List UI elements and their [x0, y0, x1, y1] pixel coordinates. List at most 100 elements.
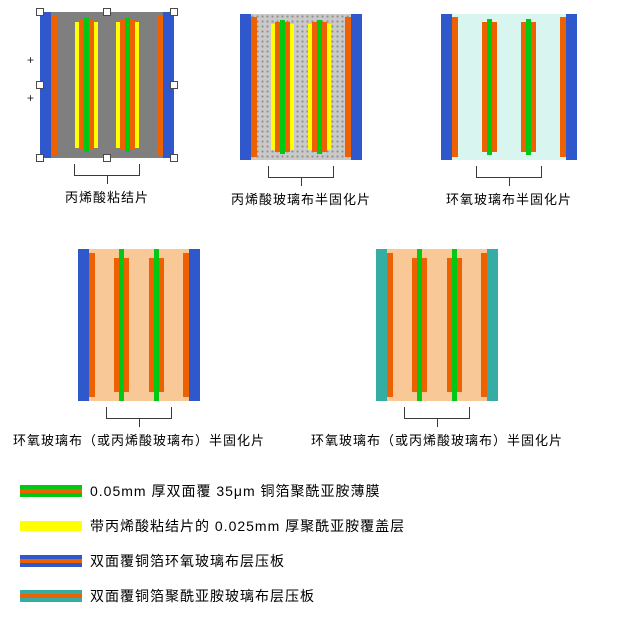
orange-layer	[114, 258, 120, 392]
adhesive-gap	[497, 14, 521, 160]
selection-handle-e[interactable]	[170, 81, 178, 89]
diagram-acrylic-glass-prepreg: 丙烯酸玻璃布半固化片	[231, 14, 370, 208]
orange-layer	[387, 253, 393, 397]
orange-layer	[345, 17, 351, 157]
legend: 0.05mm 厚双面覆 35μm 铜箔聚酰亚胺薄膜 带丙烯酸粘结片的 0.025…	[20, 481, 405, 606]
legend-item-coverlay: 带丙烯酸粘结片的 0.025mm 厚聚酰亚胺覆盖层	[20, 516, 405, 536]
selection-handle-n[interactable]	[103, 8, 111, 16]
layer-stack-epoxy-prepreg[interactable]	[441, 14, 577, 160]
yellow-layer	[271, 24, 275, 150]
swatch-pi-coverlay	[20, 521, 82, 531]
orange-layer	[124, 258, 130, 392]
anchor-plus-icon: +	[27, 91, 35, 105]
diagram-label: 丙烯酸玻璃布半固化片	[231, 192, 372, 207]
underbrace-stem	[300, 178, 302, 186]
green-layer	[280, 20, 285, 154]
green-layer	[84, 18, 89, 152]
underbrace-line	[106, 407, 172, 419]
orange-layer	[148, 258, 154, 392]
blue-layer	[163, 12, 174, 158]
swatch-copper-clad-pi-film	[20, 485, 82, 497]
selection-handle-nw[interactable]	[36, 8, 44, 16]
underbrace-stem	[508, 178, 510, 186]
underbrace	[74, 164, 140, 184]
diagram-prepreg-epoxy-boards: 环氧玻璃布（或丙烯酸玻璃布）半固化片	[13, 249, 264, 449]
orange-layer	[531, 22, 536, 152]
orange-layer	[275, 22, 280, 152]
orange-layer	[182, 253, 189, 397]
orange-layer	[482, 22, 487, 152]
legend-item-pi-film: 0.05mm 厚双面覆 35μm 铜箔聚酰亚胺薄膜	[20, 481, 405, 501]
diagram-label: 环氧玻璃布（或丙烯酸玻璃布）半固化片	[13, 433, 266, 448]
blue-layer	[40, 12, 51, 158]
underbrace	[268, 166, 334, 186]
adhesive-gap	[57, 12, 75, 158]
orange-layer	[452, 17, 458, 157]
diagram-epoxy-glass-prepreg: 环氧玻璃布半固化片	[441, 14, 577, 208]
blue-layer	[441, 14, 452, 160]
legend-text: 双面覆铜箔环氧玻璃布层压板	[90, 553, 285, 569]
yellow-layer	[116, 22, 120, 148]
adhesive-gap	[139, 12, 157, 158]
yellow-layer	[75, 22, 79, 148]
orange-layer	[422, 258, 428, 392]
blue-layer	[188, 249, 200, 401]
selection-handle-ne[interactable]	[170, 8, 178, 16]
copper-stripe	[20, 594, 82, 598]
orange-layer	[130, 20, 135, 150]
underbrace-stem	[436, 419, 438, 427]
anchor-plus-icon: +	[27, 53, 35, 67]
orange-layer	[446, 258, 452, 392]
copper-stripe	[20, 559, 82, 563]
underbrace-line	[404, 407, 470, 419]
selection-handle-sw[interactable]	[36, 154, 44, 162]
selection-handle-s[interactable]	[103, 154, 111, 162]
blue-layer	[78, 249, 89, 401]
green-layer	[119, 249, 125, 401]
legend-text: 双面覆铜箔聚酰亚胺玻璃布层压板	[90, 588, 315, 604]
diagram-frame	[441, 14, 577, 160]
legend-item-pi-laminate: 双面覆铜箔聚酰亚胺玻璃布层压板	[20, 586, 405, 606]
green-layer	[125, 18, 130, 152]
diagram-label: 丙烯酸粘结片	[64, 190, 149, 205]
blue-layer	[566, 14, 577, 160]
legend-text: 带丙烯酸粘结片的 0.025mm 厚聚酰亚胺覆盖层	[90, 518, 406, 534]
selection-handle-se[interactable]	[170, 154, 178, 162]
diagram-label: 环氧玻璃布（或丙烯酸玻璃布）半固化片	[311, 433, 564, 448]
layer-stack-prepreg-epoxy-boards[interactable]	[78, 249, 200, 401]
diagram-frame	[78, 249, 200, 401]
layer-stack-acrylic-bond[interactable]	[40, 12, 174, 158]
orange-layer	[456, 258, 462, 392]
diagram-frame	[240, 14, 362, 160]
selection-handle-w[interactable]	[36, 81, 44, 89]
green-layer	[317, 20, 322, 154]
orange-layer	[89, 20, 94, 150]
green-layer	[451, 249, 457, 401]
orange-layer	[51, 15, 57, 155]
diagram-acrylic-bond-sheet: + + 丙烯酸粘结片	[27, 8, 178, 206]
adhesive-gap	[331, 14, 345, 160]
orange-layer	[251, 17, 257, 157]
green-layer	[526, 19, 531, 155]
adhesive-gap	[129, 249, 148, 401]
adhesive-gap	[427, 249, 446, 401]
yellow-layer	[308, 24, 312, 150]
diagram-prepreg-pi-boards: 环氧玻璃布（或丙烯酸玻璃布）半固化片	[311, 249, 562, 449]
adhesive-gap	[98, 12, 116, 158]
adhesive-gap	[164, 249, 183, 401]
blue-layer	[240, 14, 251, 160]
swatch-epoxy-glass-laminate	[20, 555, 82, 567]
orange-layer	[312, 22, 317, 152]
orange-layer	[89, 253, 95, 397]
yellow-layer	[94, 22, 98, 148]
layer-stack-prepreg-pi-boards[interactable]	[376, 249, 498, 401]
orange-layer	[79, 20, 84, 150]
orange-layer	[412, 258, 418, 392]
orange-layer	[322, 22, 327, 152]
orange-layer	[492, 22, 497, 152]
adhesive-gap	[536, 14, 560, 160]
underbrace-line	[268, 166, 334, 178]
layer-stack-acrylic-prepreg[interactable]	[240, 14, 362, 160]
orange-layer	[157, 15, 163, 155]
orange-layer	[480, 253, 487, 397]
